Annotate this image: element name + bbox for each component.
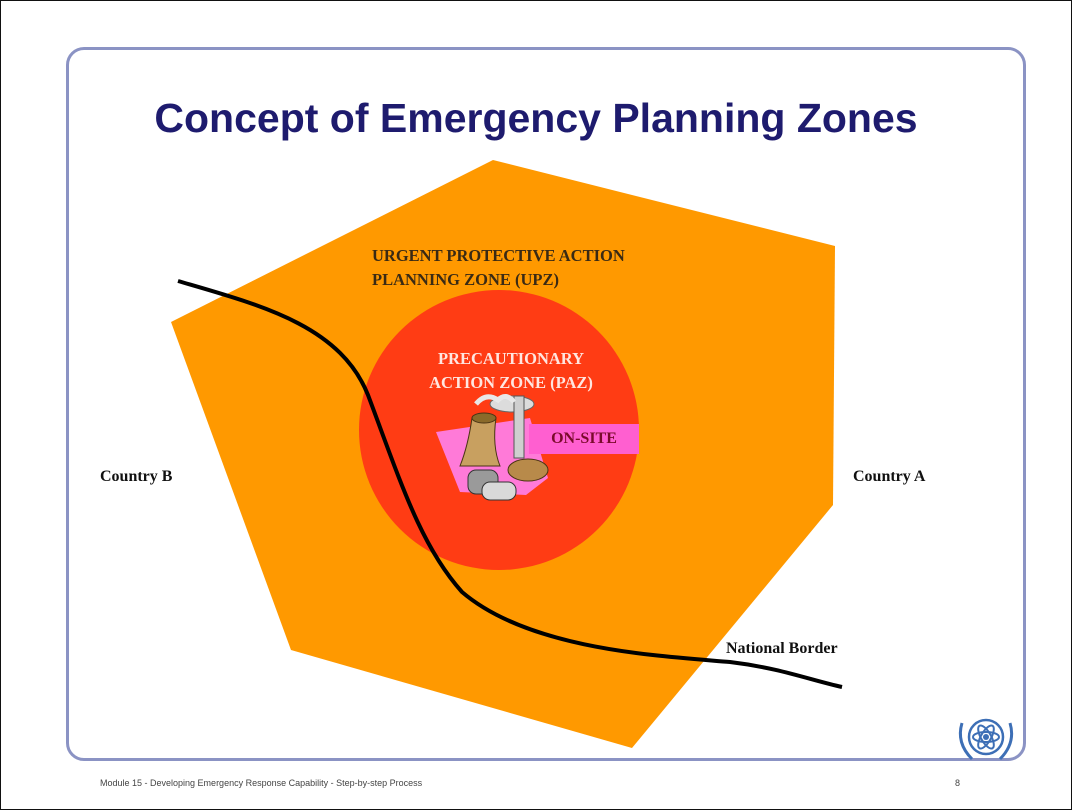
country-a-label: Country A	[853, 468, 926, 485]
national-border-label: National Border	[726, 640, 838, 657]
upz-label-line2: PLANNING ZONE (UPZ)	[372, 270, 560, 289]
iaea-logo-icon	[958, 718, 1014, 761]
nuclear-plant-icon	[436, 394, 549, 501]
national-border-line	[177, 279, 843, 689]
slide-title: Concept of Emergency Planning Zones	[154, 95, 918, 141]
paz-label-line1: PRECAUTIONARY	[437, 349, 585, 368]
country-b-label: Country B	[100, 468, 173, 485]
paz-label-line2: ACTION ZONE (PAZ)	[429, 373, 593, 392]
onsite-label: ON-SITE	[529, 424, 639, 454]
page-number: 8	[955, 778, 961, 788]
upz-label: URGENT PROTECTIVE ACTION PLANNING ZONE (…	[372, 244, 625, 292]
upz-label-line1: URGENT PROTECTIVE ACTION	[372, 246, 625, 265]
paz-label: PRECAUTIONARY ACTION ZONE (PAZ)	[396, 347, 626, 395]
footer-text: Module 15 - Developing Emergency Respons…	[100, 778, 423, 788]
